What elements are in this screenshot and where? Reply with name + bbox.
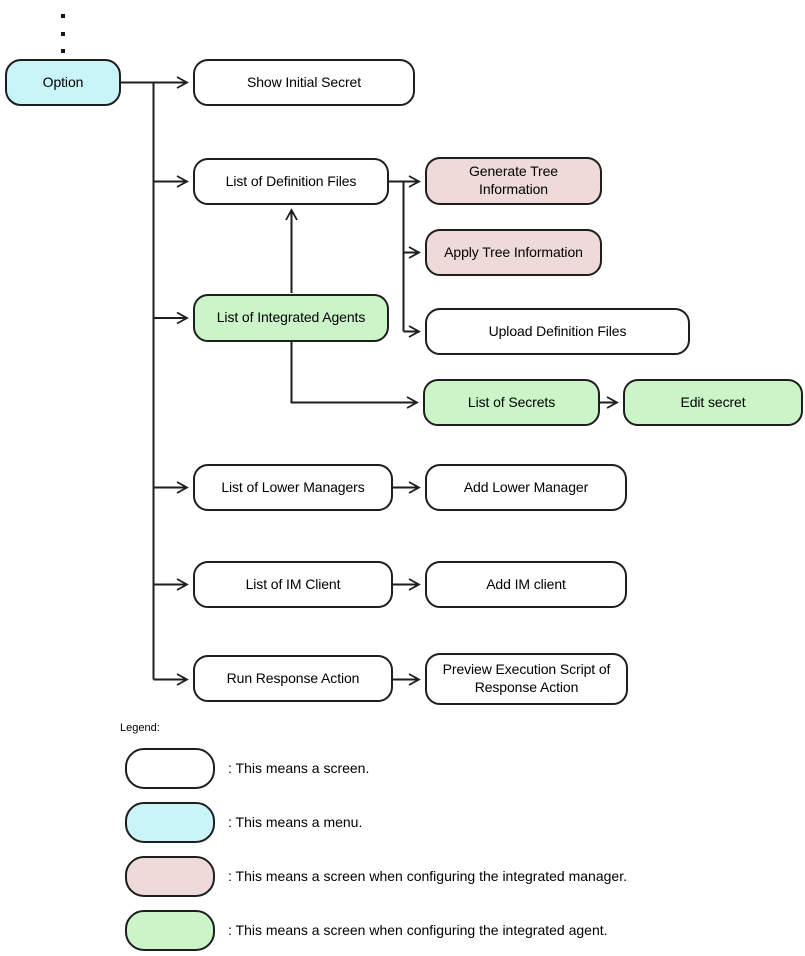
legend-swatch-manager-screen — [125, 856, 215, 897]
legend-label-manager-screen: : This means a screen when configuring t… — [228, 868, 627, 884]
node-add-im-client: Add IM client — [425, 561, 627, 608]
legend-swatch-screen — [125, 748, 215, 789]
node-option-label: Option — [42, 73, 84, 90]
node-add-im-client-label: Add IM client — [486, 575, 566, 592]
legend-label-agent-screen: : This means a screen when configuring t… — [228, 922, 608, 938]
node-run-response-action: Run Response Action — [193, 655, 393, 702]
node-preview-execution-script: Preview Execution Script of Response Act… — [425, 653, 628, 705]
node-option: Option — [5, 59, 121, 106]
node-list-of-im-client: List of IM Client — [193, 561, 393, 608]
node-add-lower-manager: Add Lower Manager — [425, 464, 627, 511]
legend-swatch-menu — [125, 802, 215, 843]
node-edit-secret-label: Edit secret — [680, 393, 746, 410]
node-list-of-definition-files-label: List of Definition Files — [225, 172, 357, 189]
node-add-lower-manager-label: Add Lower Manager — [463, 478, 589, 495]
legend-title: Legend: — [120, 722, 160, 734]
legend-swatch-agent-screen — [125, 910, 215, 951]
node-list-of-im-client-label: List of IM Client — [245, 575, 341, 592]
node-list-of-secrets-label: List of Secrets — [467, 393, 556, 410]
node-preview-execution-script-label: Preview Execution Script of Response Act… — [442, 661, 611, 695]
node-run-response-action-label: Run Response Action — [226, 669, 360, 686]
node-generate-tree-information: Generate Tree Information — [425, 157, 602, 205]
node-edit-secret: Edit secret — [623, 379, 803, 426]
node-list-of-integrated-agents: List of Integrated Agents — [193, 294, 389, 342]
legend-label-screen: : This means a screen. — [228, 760, 370, 776]
node-list-of-integrated-agents-label: List of Integrated Agents — [216, 309, 366, 326]
node-list-of-lower-managers: List of Lower Managers — [193, 464, 393, 511]
node-upload-definition-files: Upload Definition Files — [425, 308, 690, 355]
node-upload-definition-files-label: Upload Definition Files — [488, 322, 627, 339]
node-apply-tree-information: Apply Tree Information — [425, 229, 602, 276]
node-generate-tree-information-label: Generate Tree Information — [469, 163, 558, 197]
node-apply-tree-information-label: Apply Tree Information — [444, 243, 583, 260]
legend-label-menu: : This means a menu. — [228, 814, 363, 830]
node-list-of-lower-managers-label: List of Lower Managers — [221, 478, 365, 495]
node-list-of-definition-files: List of Definition Files — [193, 158, 389, 205]
node-list-of-secrets: List of Secrets — [423, 379, 600, 426]
node-show-initial-secret: Show Initial Secret — [193, 59, 415, 106]
node-show-initial-secret-label: Show Initial Secret — [246, 73, 362, 90]
